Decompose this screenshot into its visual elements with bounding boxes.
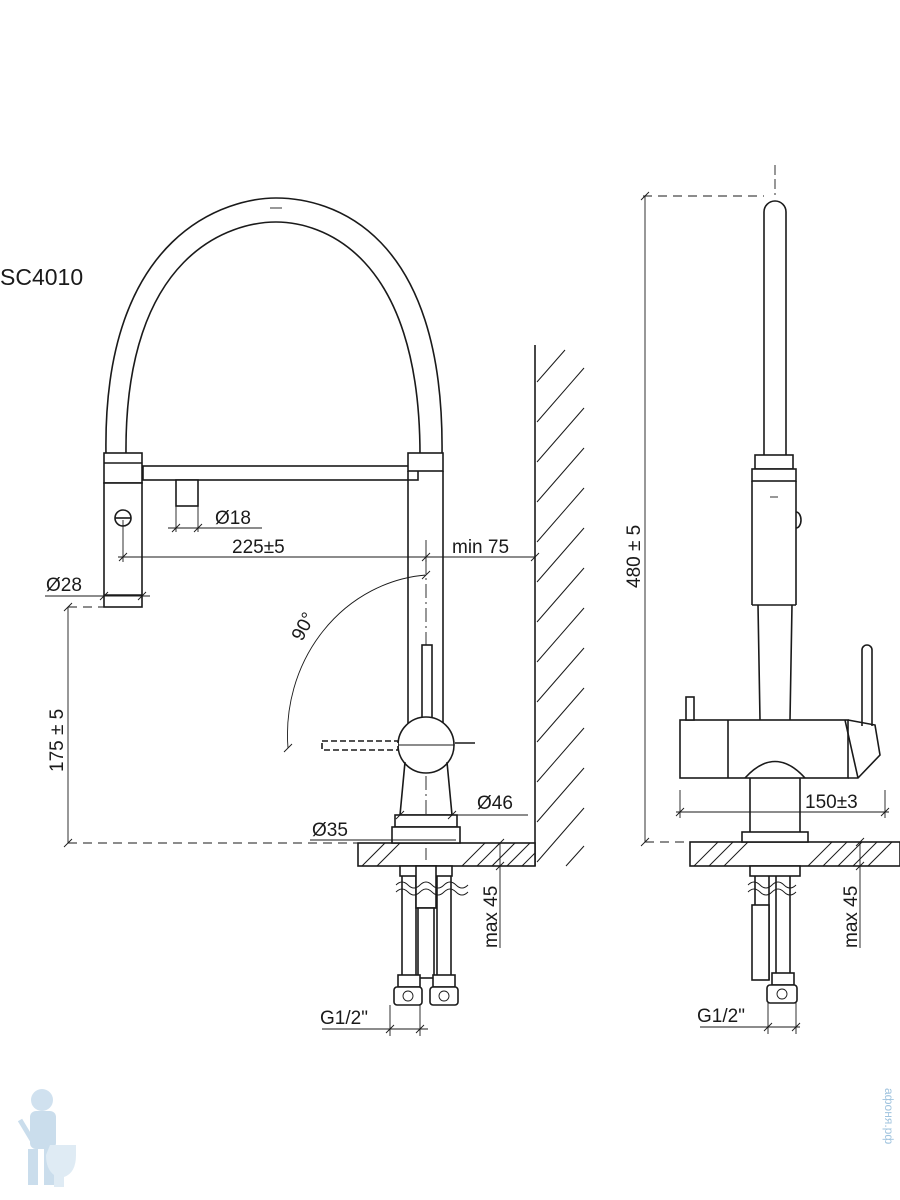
dim-spray-diameter-label: Ø18 (215, 508, 251, 529)
dim-max-thickness-front-label: max 45 (481, 886, 502, 948)
dim-handle-span-label: 150±3 (805, 792, 858, 813)
dim-thread-side: G1/2" (697, 1003, 801, 1034)
dim-swivel-angle-label: 90° (288, 609, 320, 644)
dim-shank-diameter-label: Ø35 (312, 820, 348, 841)
countertop-front (357, 842, 536, 867)
dim-base-diameter-label: Ø46 (477, 793, 513, 814)
front-view: SC4010 (0, 197, 585, 1036)
dim-aerator-diameter: Ø28 (45, 575, 150, 607)
dim-spout-reach: 225±5 min 75 (118, 520, 540, 562)
dim-spout-reach-label: 225±5 (232, 537, 285, 558)
dim-total-height: 480 ± 5 (624, 191, 764, 847)
dim-max-thickness-side-label: max 45 (841, 886, 862, 948)
dim-max-thickness-side: max 45 (841, 837, 865, 948)
side-spout (751, 165, 802, 727)
wall (534, 345, 585, 867)
countertop-side (689, 841, 900, 867)
dim-thread-side-label: G1/2" (697, 1006, 745, 1027)
dim-aerator-height: 175 ± 5 (47, 602, 392, 848)
dim-wall-clearance-label: min 75 (452, 537, 509, 558)
dim-aerator-diameter-label: Ø28 (46, 575, 82, 596)
dim-thread-front: G1/2" (320, 1005, 428, 1036)
dim-spray-diameter: Ø18 (168, 506, 262, 533)
spray-head (103, 452, 143, 608)
side-view: 480 ± 5 150±3 max 45 G1/2" (624, 165, 900, 1034)
dim-base-diameter: Ø46 (395, 793, 528, 820)
dim-max-thickness-front: max 45 (481, 838, 505, 948)
plumber-mascot-icon (17, 1089, 76, 1187)
dim-aerator-height-label: 175 ± 5 (47, 709, 68, 772)
dim-thread-front-label: G1/2" (320, 1008, 368, 1029)
spout-arm (142, 465, 419, 507)
side-valve-body (679, 644, 881, 843)
dim-shank-diameter: Ø35 (310, 820, 456, 841)
mounting-hardware-front (393, 865, 469, 1006)
dim-total-height-label: 480 ± 5 (624, 525, 645, 588)
model-label: SC4010 (0, 264, 83, 290)
dim-handle-span: 150±3 (675, 790, 890, 818)
mounting-hardware-side (747, 865, 801, 1004)
faucet-body (321, 452, 475, 860)
hose-arch (105, 197, 443, 456)
watermark-text: афоня.рф (882, 1088, 896, 1144)
